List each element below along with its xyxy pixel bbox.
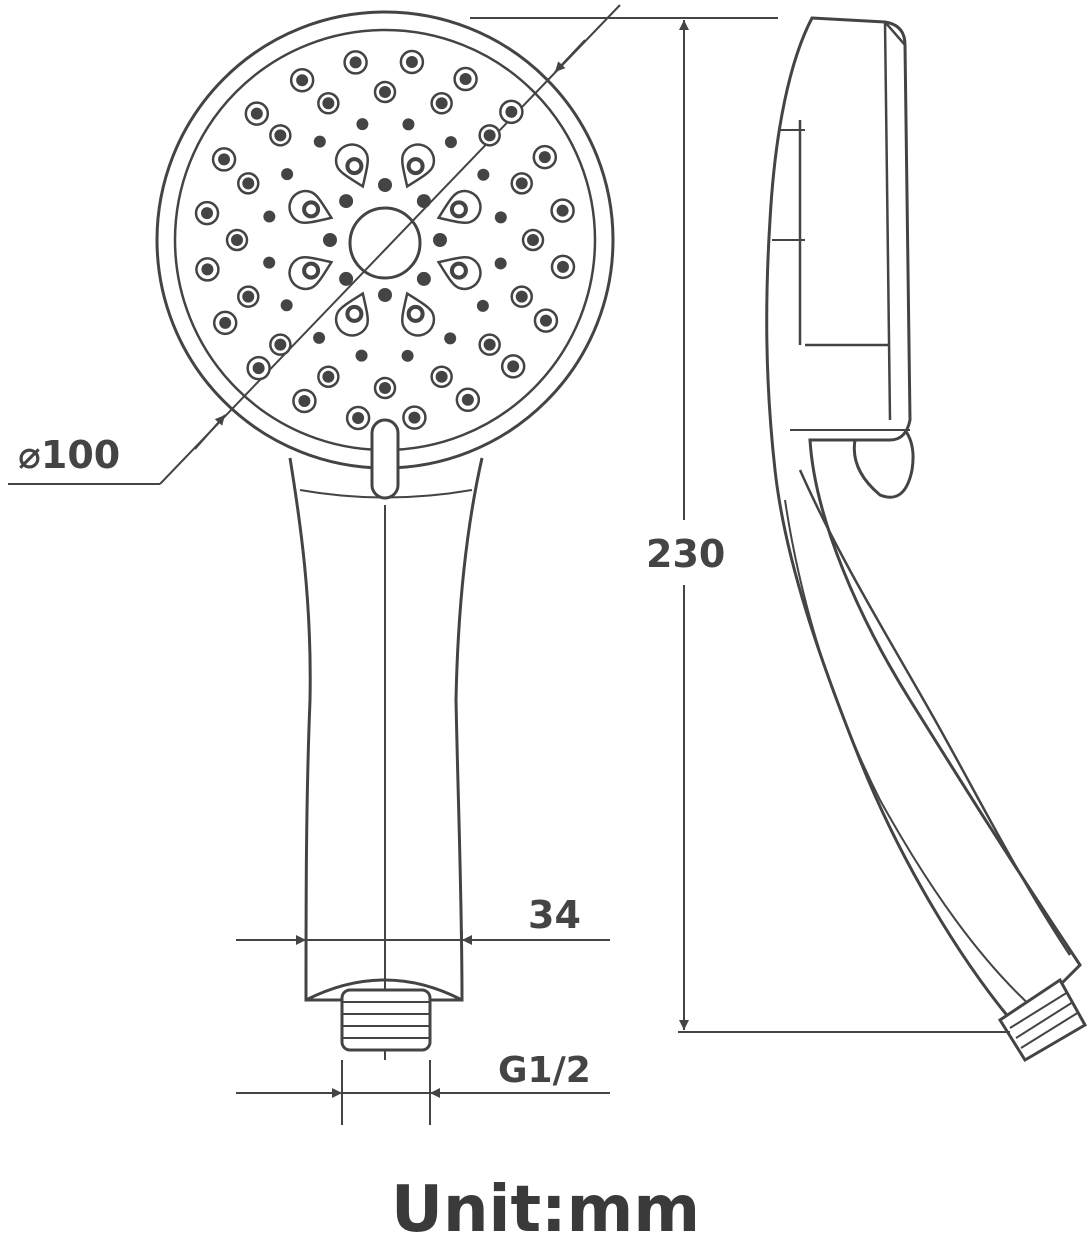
nozzle-dot [378, 288, 392, 302]
nozzle-dot [280, 299, 293, 312]
nozzle-dot [461, 393, 474, 406]
nozzle-dot [242, 290, 255, 303]
nozzle-dot [444, 332, 457, 345]
nozzle-dot [323, 233, 337, 247]
teardrop-nozzle-core [345, 304, 364, 323]
unit-label: Unit:mm [390, 1173, 701, 1247]
nozzle-dot [507, 360, 520, 373]
nozzle-dot [296, 74, 309, 87]
side-head-face [798, 21, 906, 421]
front-thread-nut [340, 988, 432, 1052]
nozzle-dot [274, 338, 287, 351]
nozzle-dot [263, 256, 276, 269]
teardrop-nozzle-core [302, 200, 321, 219]
nozzle-dot [405, 56, 418, 69]
teardrop-nozzle-core [406, 304, 425, 323]
nozzle-dot [231, 234, 243, 246]
nozzle-dot [433, 233, 447, 247]
nozzle-dot [483, 338, 496, 351]
nozzle-dot [339, 194, 354, 209]
nozzle-dot [322, 97, 335, 110]
nozzle-dot [476, 299, 489, 312]
nozzle-dot [356, 118, 369, 131]
teardrop-nozzle-core [449, 200, 468, 219]
nozzle-dot [539, 314, 552, 327]
side-handle-contour [798, 469, 1072, 956]
nozzle-dot [505, 105, 518, 118]
side-head-inner [772, 129, 910, 431]
head-center-hub [348, 206, 422, 280]
thread-size-label: G1/2 [498, 1050, 591, 1091]
nozzle-dot [379, 86, 391, 98]
side-thread-lines [1009, 991, 1080, 1049]
nozzle-dot [263, 210, 276, 223]
nozzle-dot [515, 177, 528, 190]
mode-slider-slot [370, 418, 400, 500]
front-connector-neck [305, 978, 463, 1002]
spray-nozzle-array [194, 49, 576, 431]
nozzle-dot [483, 129, 496, 142]
nozzle-dot [218, 153, 231, 166]
nozzle-dot [494, 211, 507, 224]
diameter-diagonal-line [159, 4, 621, 485]
front-thread-lines [342, 1001, 430, 1039]
nozzle-dot [349, 56, 362, 69]
side-thread-connector [997, 977, 1088, 1063]
nozzle-dot [408, 411, 421, 424]
teardrop-nozzle-core [406, 157, 425, 176]
nozzle-dot [401, 349, 414, 362]
side-handle-contour-2 [784, 499, 1036, 1011]
head-outer-circle [155, 10, 615, 470]
nozzle-dot [402, 118, 415, 131]
nozzle-dot [313, 331, 326, 344]
nozzle-dot [298, 394, 311, 407]
nozzle-dot [355, 349, 368, 362]
nozzle-dot [352, 411, 365, 424]
nozzle-dot [322, 370, 335, 383]
handle-width-label: 34 [528, 893, 581, 937]
nozzle-dot [281, 168, 294, 181]
nozzle-dot [339, 271, 354, 286]
nozzle-dot [378, 178, 392, 192]
total-length-label: 230 [646, 532, 725, 576]
teardrop-nozzle-core [449, 261, 468, 280]
teardrop-nozzle-core [345, 157, 364, 176]
nozzle-dot [416, 271, 431, 286]
nozzle-dot [527, 234, 539, 246]
nozzle-dot [274, 129, 287, 142]
nozzle-dot [252, 362, 265, 375]
nozzle-dot [201, 207, 214, 220]
nozzle-dot [416, 194, 431, 209]
side-body-outline [765, 16, 1082, 1028]
side-hook-recess [852, 429, 915, 499]
nozzle-dot [556, 260, 569, 273]
nozzle-dot [242, 177, 255, 190]
nozzle-dot [494, 257, 507, 270]
nozzle-dot [477, 168, 490, 181]
nozzle-dot [444, 136, 457, 149]
nozzle-dot [435, 97, 448, 110]
diameter-label: ⌀100 [18, 433, 120, 477]
nozzle-dot [538, 151, 551, 164]
nozzle-dot [250, 107, 263, 120]
nozzle-dot [459, 73, 472, 86]
teardrop-nozzle-core [302, 261, 321, 280]
nozzle-dot [219, 316, 232, 329]
nozzle-dot [313, 135, 326, 148]
nozzle-dot [556, 204, 569, 217]
nozzle-dot [201, 263, 214, 276]
nozzle-dot [435, 370, 448, 383]
nozzle-dot [379, 382, 391, 394]
nozzle-dot [515, 290, 528, 303]
